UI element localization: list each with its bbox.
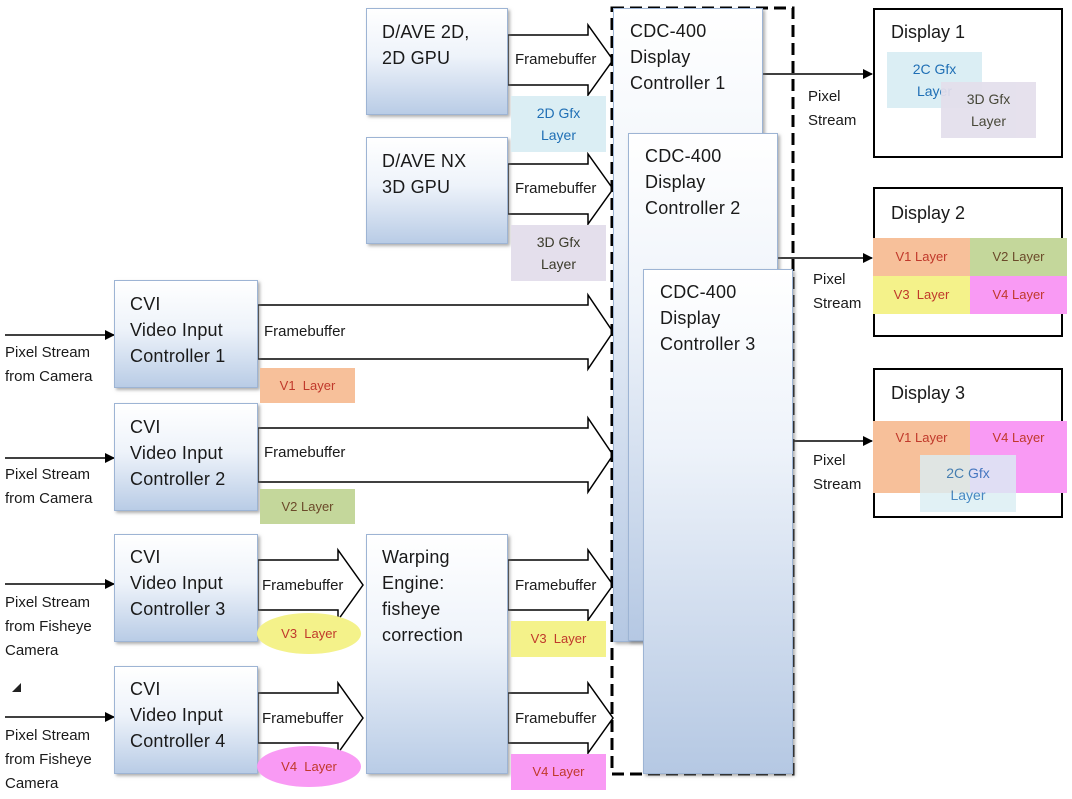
- framebuffer-label-cvi2: Framebuffer: [264, 444, 346, 461]
- framebuffer-arrow-cvi1: [257, 292, 614, 372]
- gpu-2d-box: D/AVE 2D, 2D GPU: [366, 8, 508, 115]
- cvi-1-label: CVI Video Input Controller 1: [130, 294, 226, 366]
- display-2: Display 2 V1 Layer V2 Layer V3 Layer V4 …: [873, 187, 1067, 337]
- framebuffer-arrow-gpu3d: [507, 151, 614, 227]
- display-3-gfx2c-layer: 2C Gfx Layer: [920, 455, 1016, 512]
- display-3-title: Display 3: [891, 383, 966, 403]
- v3-layer-ellipse: V3 Layer: [257, 613, 361, 654]
- warping-engine-label: Warping Engine: fisheye correction: [382, 547, 464, 645]
- framebuffer-label-warp1: Framebuffer: [515, 577, 597, 594]
- gpu-3d-label: D/AVE NX 3D GPU: [382, 151, 467, 197]
- framebuffer-arrow-cvi4: [257, 680, 364, 756]
- framebuffer-label-gpu3d: Framebuffer: [515, 180, 597, 197]
- camera-input-label-4: Pixel Stream from Fisheye Camera: [5, 727, 92, 792]
- cvi-1-box: CVI Video Input Controller 1: [114, 280, 258, 388]
- output-stream-label-1: Pixel Stream: [808, 88, 857, 129]
- controller-2-label: CDC-400 Display Controller 2: [645, 146, 741, 218]
- v4-layer-ellipse: V4 Layer: [257, 746, 361, 787]
- camera-input-label-2: Pixel Stream from Camera: [5, 466, 93, 507]
- v4-warped-layer-tag: V4 Layer: [511, 754, 606, 790]
- cvi-3-label: CVI Video Input Controller 3: [130, 547, 226, 619]
- framebuffer-label-cvi4: Framebuffer: [262, 710, 344, 727]
- framebuffer-label-warp2: Framebuffer: [515, 710, 597, 727]
- display-2-v1-layer: V1 Layer: [873, 238, 970, 276]
- cvi-2-label: CVI Video Input Controller 2: [130, 417, 226, 489]
- warping-engine-box: Warping Engine: fisheye correction: [366, 534, 508, 774]
- corner-marker: [12, 683, 21, 692]
- framebuffer-arrow-cvi2: [257, 415, 614, 495]
- framebuffer-label-cvi3: Framebuffer: [262, 577, 344, 594]
- cvi-4-box: CVI Video Input Controller 4: [114, 666, 258, 774]
- display-2-v4-layer: V4 Layer: [970, 276, 1067, 314]
- output-stream-label-2: Pixel Stream: [813, 271, 862, 312]
- display-1-title: Display 1: [891, 22, 966, 42]
- display-2-v2-layer: V2 Layer: [970, 238, 1067, 276]
- output-stream-label-3: Pixel Stream: [813, 452, 862, 493]
- display-1-gfx3d-layer: 3D Gfx Layer: [941, 82, 1036, 138]
- v1-layer-tag: V1 Layer: [260, 368, 355, 403]
- framebuffer-label-gpu2d: Framebuffer: [515, 51, 597, 68]
- framebuffer-arrow-cvi3: [257, 547, 364, 623]
- gfx3d-layer-tag: 3D Gfx Layer: [511, 225, 606, 281]
- camera-input-label-3: Pixel Stream from Fisheye Camera: [5, 594, 92, 659]
- display-1: Display 1 2C Gfx Layer 3D Gfx Layer: [873, 8, 1063, 158]
- gfx2d-layer-tag: 2D Gfx Layer: [511, 96, 606, 152]
- display-2-v3-layer: V3 Layer: [873, 276, 970, 314]
- v3-warped-layer-tag: V3 Layer: [511, 621, 606, 657]
- framebuffer-label-cvi1: Framebuffer: [264, 323, 346, 340]
- controller-3-box: CDC-400 Display Controller 3: [643, 269, 793, 774]
- v2-layer-tag: V2 Layer: [260, 489, 355, 524]
- controller-3-label: CDC-400 Display Controller 3: [660, 282, 756, 354]
- display-2-title: Display 2: [891, 203, 966, 223]
- framebuffer-arrow-warp2: [507, 680, 614, 756]
- gpu-2d-label: D/AVE 2D, 2D GPU: [382, 22, 470, 68]
- display-3: Display 3 V1 Layer V4 Layer 2C Gfx Layer: [873, 368, 1067, 518]
- framebuffer-arrow-warp1: [507, 547, 614, 623]
- cvi-2-box: CVI Video Input Controller 2: [114, 403, 258, 511]
- cvi-3-box: CVI Video Input Controller 3: [114, 534, 258, 642]
- gpu-3d-box: D/AVE NX 3D GPU: [366, 137, 508, 244]
- cvi-4-label: CVI Video Input Controller 4: [130, 679, 226, 751]
- camera-input-label-1: Pixel Stream from Camera: [5, 344, 93, 385]
- framebuffer-arrow-gpu2d: [507, 22, 614, 98]
- controller-1-label: CDC-400 Display Controller 1: [630, 21, 726, 93]
